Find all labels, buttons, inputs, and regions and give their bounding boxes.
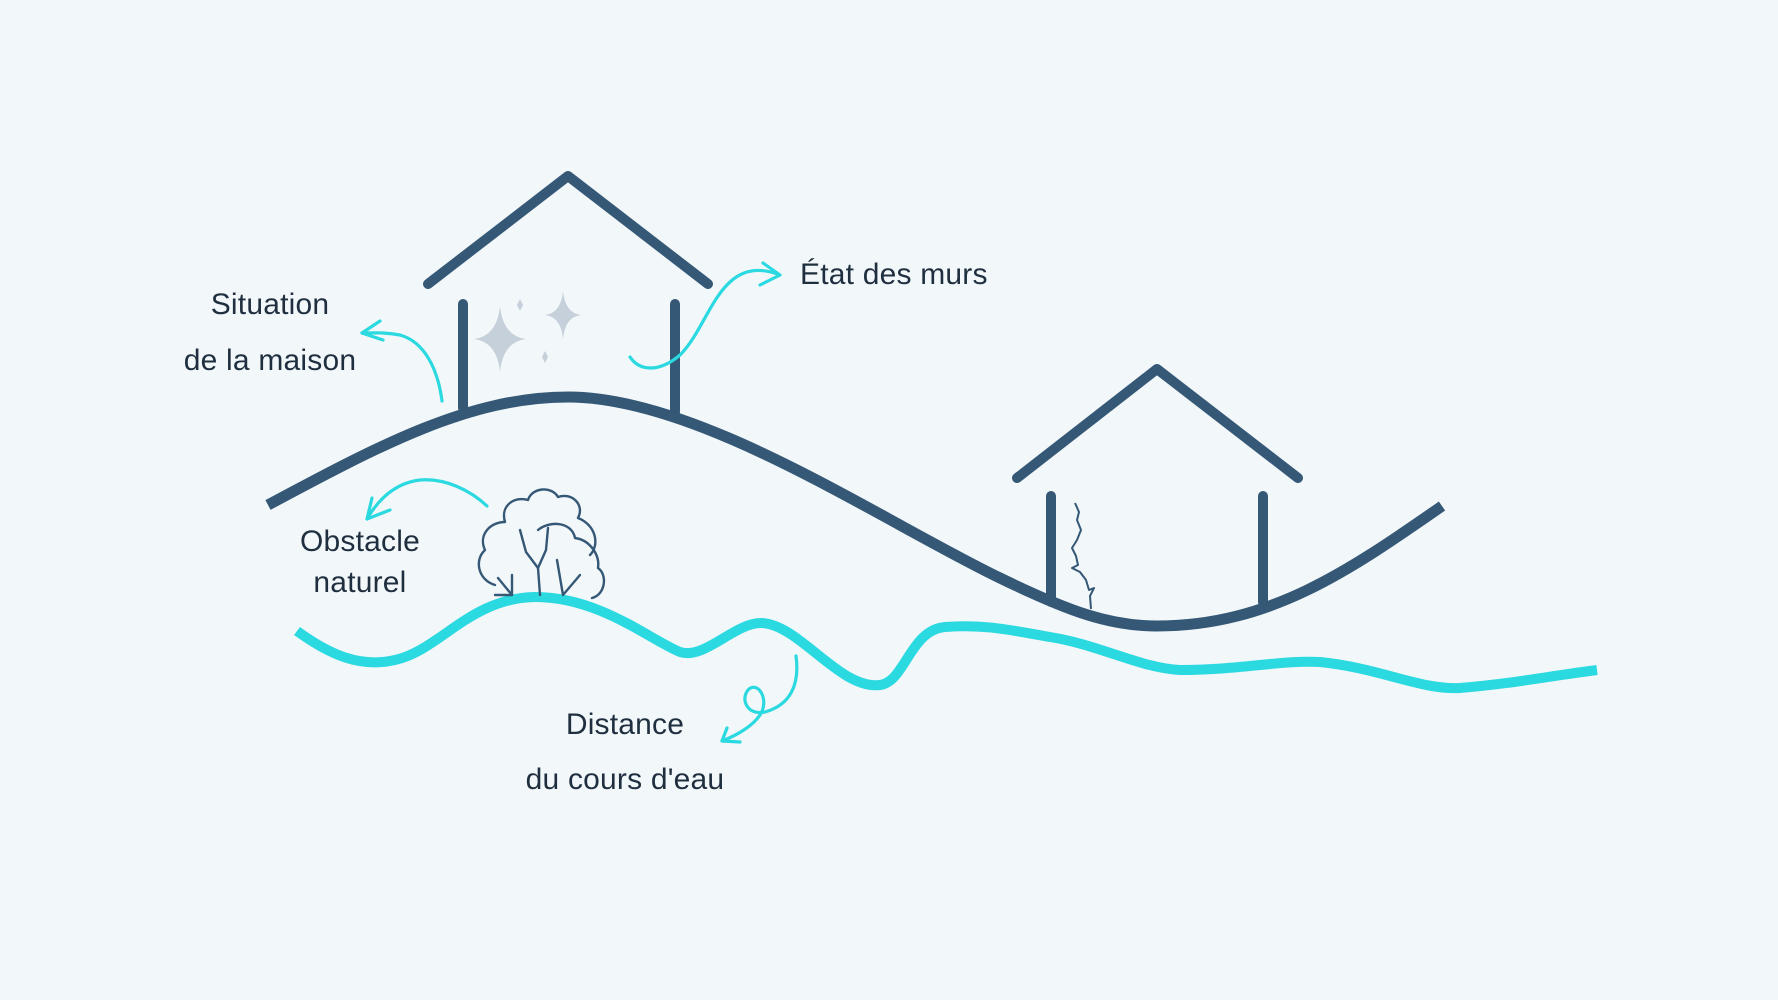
house-in-valley [1012,364,1303,610]
river [294,591,1598,694]
arrow-etat-icon [628,261,782,370]
house-on-hill [423,171,713,417]
label-river-distance: Distance du cours d'eau [500,710,750,795]
arrow-situation-icon [360,319,444,403]
label-line: naturel [313,566,407,599]
label-line: du cours d'eau [525,763,725,796]
label-line: Situation [210,288,330,321]
roof [423,171,713,289]
wall-crack-icon [1071,502,1095,610]
label-line: Distance [565,708,685,741]
label-line: État des murs [800,258,988,291]
label-line: Obstacle [300,525,420,558]
bush-icon [477,488,606,600]
arrows [360,261,799,744]
label-natural-obstacle: Obstacle naturel [280,527,440,598]
label-wall-state: État des murs [800,260,988,290]
arrow-distance-icon [720,654,799,744]
arrow-obstacle-icon [365,478,489,521]
sparkle-icon [474,291,581,372]
roof [1012,364,1303,483]
label-house-situation: Situation de la maison [180,290,360,376]
hill [265,391,1446,632]
label-line: de la maison [183,344,357,377]
